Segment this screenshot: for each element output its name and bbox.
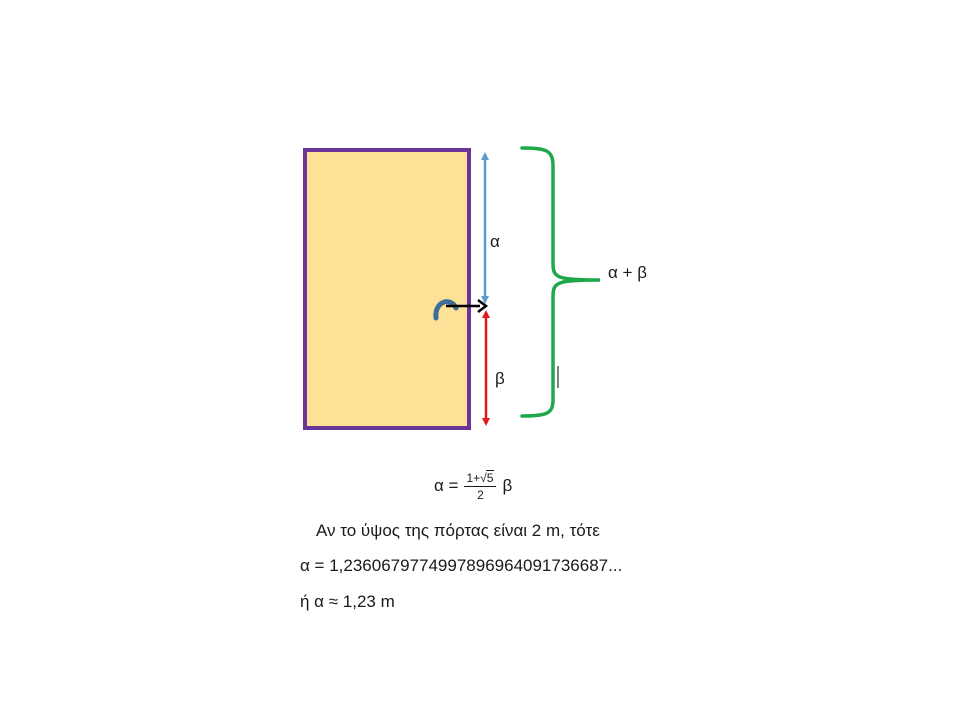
formula-numerator: 1+ √ 5 — [464, 470, 497, 487]
alpha-label: α — [490, 232, 500, 251]
beta-label: β — [495, 369, 505, 388]
sum-brace — [520, 146, 601, 418]
formula-lhs: α = — [434, 476, 459, 495]
golden-ratio-formula: α = 1+ √ 5 2 β — [434, 470, 512, 502]
door-height-sentence: Αν το ύψος της πόρτας είναι 2 m, τότε — [316, 521, 600, 540]
formula-rhs: β — [502, 476, 513, 495]
formula-radicand: 5 — [485, 470, 495, 485]
sum-label: α + β — [608, 263, 647, 282]
door-rectangle — [303, 148, 471, 430]
formula-sqrt: √ 5 — [480, 470, 495, 485]
formula-numerator-prefix: 1+ — [466, 471, 481, 485]
alpha-approx-value: ή α ≈ 1,23 m — [300, 592, 395, 611]
handle-pointer-arrowhead — [477, 299, 489, 313]
alpha-exact-value: α = 1,2360679774997896964091736687... — [300, 556, 623, 575]
formula-denominator: 2 — [477, 488, 484, 502]
formula-fraction: 1+ √ 5 2 — [464, 470, 497, 502]
sqrt-symbol: √ — [480, 471, 487, 485]
